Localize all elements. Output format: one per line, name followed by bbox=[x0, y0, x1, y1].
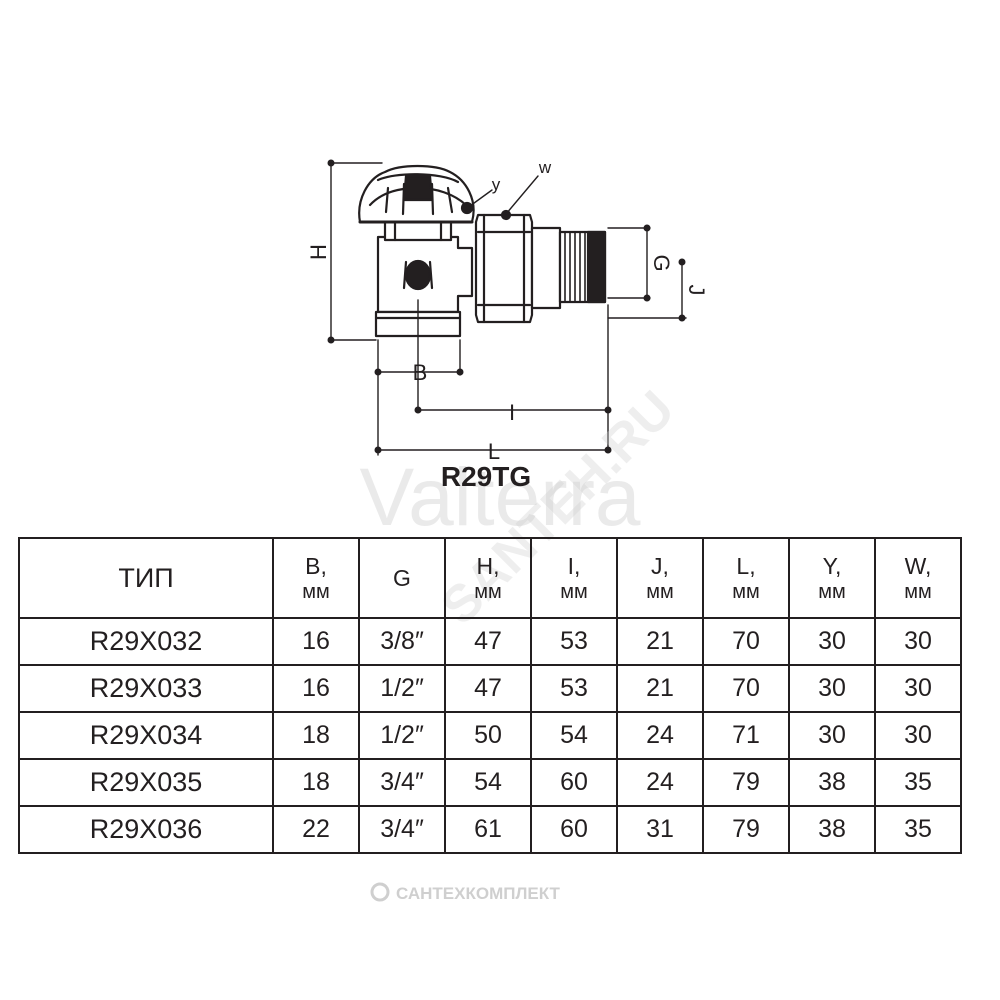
table-cell-type: R29X034 bbox=[18, 711, 274, 760]
valve-body bbox=[374, 235, 474, 338]
table-cell: 47 bbox=[444, 617, 532, 666]
valve-technical-drawing: H G J B I L w y bbox=[306, 158, 709, 464]
table-cell: 30 bbox=[874, 711, 962, 760]
table-cell-type: R29X032 bbox=[18, 617, 274, 666]
table-cell: 61 bbox=[444, 805, 532, 854]
table-cell: 30 bbox=[788, 617, 876, 666]
table-cell: 30 bbox=[788, 664, 876, 713]
dimensions-table: ТИП B,мм G H,мм I,мм J,мм L,мм Y,мм W,мм… bbox=[18, 537, 962, 854]
table-cell: 30 bbox=[874, 664, 962, 713]
column-header-j: J,мм bbox=[616, 537, 704, 619]
table-row: R29X033 16 1/2″ 47 53 21 70 30 30 bbox=[18, 664, 962, 713]
table-row: R29X036 22 3/4″ 61 60 31 79 38 35 bbox=[18, 805, 962, 854]
footer-watermark-text: САНТЕХКОМПЛЕКТ bbox=[396, 884, 561, 903]
table-cell: 71 bbox=[702, 711, 790, 760]
column-header-unit: мм bbox=[560, 580, 588, 603]
column-header-label: B, bbox=[305, 552, 327, 579]
table-cell: 24 bbox=[616, 711, 704, 760]
column-header-unit: мм bbox=[818, 580, 846, 603]
column-header-label: ТИП bbox=[118, 562, 174, 593]
table-cell: 31 bbox=[616, 805, 704, 854]
table-cell: 16 bbox=[272, 664, 360, 713]
dimension-label-h: H bbox=[306, 244, 331, 260]
callout-label-w: w bbox=[538, 158, 552, 177]
table-cell: 54 bbox=[530, 711, 618, 760]
table-cell-type: R29X036 bbox=[18, 805, 274, 854]
table-row: R29X032 16 3/8″ 47 53 21 70 30 30 bbox=[18, 617, 962, 666]
column-header-label: G bbox=[393, 564, 411, 591]
table-cell: 3/4″ bbox=[358, 805, 446, 854]
dimension-label-l: L bbox=[488, 439, 500, 464]
column-header-i: I,мм bbox=[530, 537, 618, 619]
table-cell: 47 bbox=[444, 664, 532, 713]
table-cell: 1/2″ bbox=[358, 664, 446, 713]
dimension-label-i: I bbox=[509, 400, 515, 425]
table-cell: 30 bbox=[788, 711, 876, 760]
table-cell: 50 bbox=[444, 711, 532, 760]
valve-bonnet bbox=[383, 220, 453, 242]
table-header-row: ТИП B,мм G H,мм I,мм J,мм L,мм Y,мм W,мм bbox=[18, 537, 962, 619]
column-header-y: Y,мм bbox=[788, 537, 876, 619]
table-cell: 35 bbox=[874, 805, 962, 854]
table-cell: 21 bbox=[616, 617, 704, 666]
table-cell: 53 bbox=[530, 617, 618, 666]
column-header-label: H, bbox=[476, 552, 500, 579]
column-header-unit: мм bbox=[732, 580, 760, 603]
table-cell: 24 bbox=[616, 758, 704, 807]
table-cell: 60 bbox=[530, 758, 618, 807]
dimension-lines bbox=[329, 162, 687, 456]
column-header-h: H,мм bbox=[444, 537, 532, 619]
table-cell: 38 bbox=[788, 805, 876, 854]
column-header-g: G bbox=[358, 537, 446, 619]
dimension-label-b: B bbox=[413, 360, 428, 385]
footer-watermark: САНТЕХКОМПЛЕКТ bbox=[370, 882, 561, 903]
table-cell: 70 bbox=[702, 664, 790, 713]
column-header-unit: мм bbox=[904, 580, 932, 603]
table-cell: 54 bbox=[444, 758, 532, 807]
tailpiece bbox=[530, 226, 607, 310]
column-header-label: W, bbox=[904, 552, 932, 579]
table-cell: 38 bbox=[788, 758, 876, 807]
column-header-unit: мм bbox=[474, 580, 502, 603]
table-cell-type: R29X033 bbox=[18, 664, 274, 713]
table-cell-type: R29X035 bbox=[18, 758, 274, 807]
column-header-unit: мм bbox=[646, 580, 674, 603]
table-cell: 22 bbox=[272, 805, 360, 854]
column-header-b: B,мм bbox=[272, 537, 360, 619]
column-header-label: I, bbox=[567, 552, 581, 579]
table-cell: 30 bbox=[874, 617, 962, 666]
dimension-label-g: G bbox=[649, 254, 674, 271]
model-title: R29TG bbox=[440, 461, 532, 492]
table-cell: 16 bbox=[272, 617, 360, 666]
table-cell: 35 bbox=[874, 758, 962, 807]
table-cell: 1/2″ bbox=[358, 711, 446, 760]
column-header-l: L,мм bbox=[702, 537, 790, 619]
callout-label-y: y bbox=[492, 175, 501, 194]
table-cell: 3/4″ bbox=[358, 758, 446, 807]
column-header-label: L, bbox=[736, 552, 756, 579]
dimension-label-j: J bbox=[684, 285, 709, 296]
table-cell: 18 bbox=[272, 711, 360, 760]
dimension-ticks bbox=[327, 159, 686, 454]
table-row: R29X035 18 3/4″ 54 60 24 79 38 35 bbox=[18, 758, 962, 807]
table-row: R29X034 18 1/2″ 50 54 24 71 30 30 bbox=[18, 711, 962, 760]
table-cell: 18 bbox=[272, 758, 360, 807]
table-cell: 53 bbox=[530, 664, 618, 713]
column-header-label: Y, bbox=[822, 552, 842, 579]
column-header-unit: мм bbox=[302, 580, 330, 603]
table-cell: 3/8″ bbox=[358, 617, 446, 666]
table-cell: 60 bbox=[530, 805, 618, 854]
column-header-label: J, bbox=[651, 552, 669, 579]
column-header-type: ТИП bbox=[18, 537, 274, 619]
table-cell: 79 bbox=[702, 758, 790, 807]
union-nut bbox=[474, 209, 534, 324]
table-cell: 79 bbox=[702, 805, 790, 854]
column-header-w: W,мм bbox=[874, 537, 962, 619]
valve-handwheel bbox=[358, 164, 475, 224]
table-cell: 70 bbox=[702, 617, 790, 666]
table-cell: 21 bbox=[616, 664, 704, 713]
